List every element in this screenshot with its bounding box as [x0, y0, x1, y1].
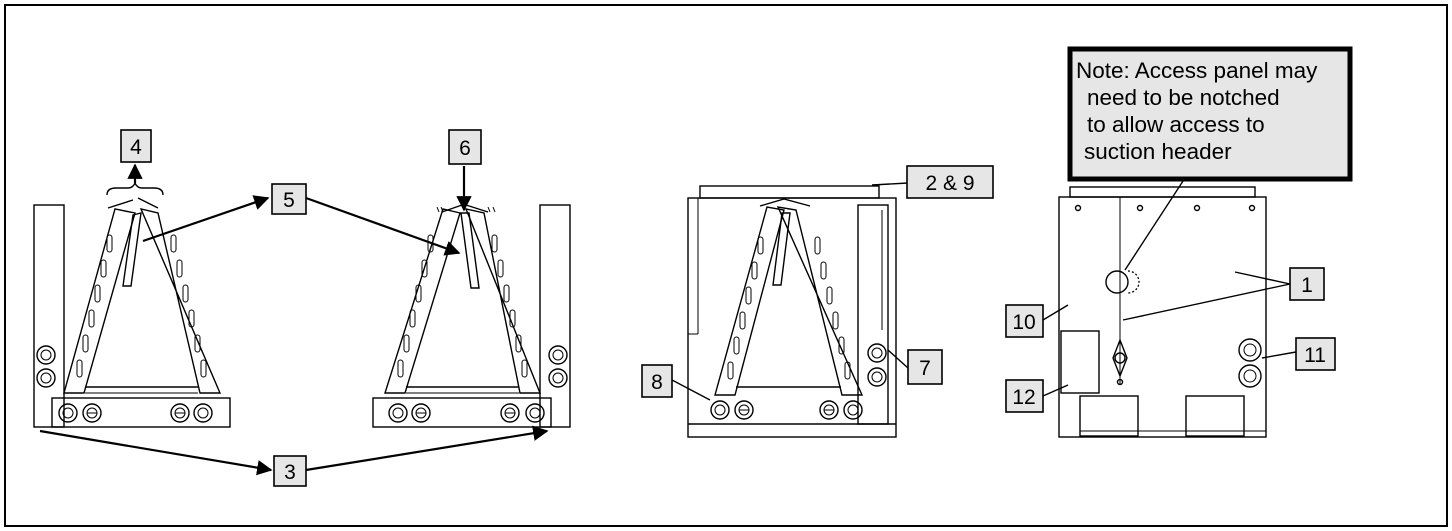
panel-block-left: [1079, 395, 1139, 437]
svg-text:12: 12: [1012, 386, 1035, 409]
notch-outline: [1127, 270, 1140, 294]
figure-border: [4, 4, 1448, 527]
suction-hole: [1105, 270, 1129, 294]
left-pan-fittings: [58, 403, 213, 423]
second-coil-section: [372, 204, 571, 428]
label-12: 12: [1005, 379, 1044, 413]
label-1: 1: [1289, 267, 1325, 301]
label-3: 3: [273, 455, 307, 487]
label-7: 7: [907, 349, 943, 385]
left-drain-pan: [51, 397, 231, 428]
label-6: 6: [448, 129, 482, 165]
note-callout: Note: Access panel may need to be notche…: [1067, 46, 1353, 182]
svg-text:1: 1: [1301, 274, 1313, 297]
panel-block-right: [1185, 395, 1245, 437]
cabinet-pan-fittings: [710, 400, 863, 420]
svg-text:5: 5: [283, 189, 295, 212]
cabinet-tube-ends: [867, 343, 887, 387]
panel-tube-ports: [1238, 338, 1262, 388]
left-a-coil: [63, 181, 222, 394]
note-line-3: to allow access to: [1087, 112, 1265, 137]
panel-screws: [1074, 204, 1256, 212]
note-line-2: need to be notched: [1087, 85, 1280, 110]
right-side-panel: [539, 204, 571, 428]
label-5: 5: [271, 183, 307, 215]
svg-text:4: 4: [130, 136, 142, 159]
label-2-and-9: 2 & 9: [906, 165, 994, 199]
cabinet-a-coil: [714, 198, 864, 396]
access-panel-view: [1058, 186, 1267, 438]
svg-text:11: 11: [1304, 344, 1326, 367]
svg-text:6: 6: [459, 137, 471, 160]
label-11: 11: [1295, 337, 1336, 371]
label-4: 4: [120, 129, 152, 163]
svg-text:7: 7: [919, 357, 931, 380]
note-line-4: suction header: [1084, 139, 1232, 164]
note-box: [1067, 46, 1353, 182]
svg-text:2 & 9: 2 & 9: [925, 172, 974, 195]
access-panel: [1058, 196, 1267, 438]
left-side-panel: [33, 204, 65, 428]
right-panel-tube-ends: [548, 345, 568, 388]
cased-coil-section: [687, 185, 897, 438]
right-pan-fittings: [388, 403, 545, 423]
panel-top-flange: [1069, 186, 1256, 198]
coil-cabinet: [687, 197, 897, 438]
panel-cutout-left: [1060, 330, 1100, 394]
right-drain-pan: [372, 397, 552, 428]
left-panel-tube-ends: [36, 345, 56, 388]
svg-text:10: 10: [1012, 311, 1035, 334]
leader-lines: [39, 163, 1297, 476]
svg-text:3: 3: [284, 461, 296, 484]
brace-4: [106, 181, 164, 196]
label-8: 8: [641, 364, 673, 398]
label-10: 10: [1005, 304, 1044, 338]
left-coil-section: [33, 181, 231, 428]
svg-text:8: 8: [651, 371, 663, 394]
right-a-coil: [384, 204, 542, 394]
note-line-1: Note: Access panel may: [1076, 58, 1318, 83]
top-cover: [699, 185, 880, 199]
panel-wing-nut: [1112, 338, 1128, 386]
